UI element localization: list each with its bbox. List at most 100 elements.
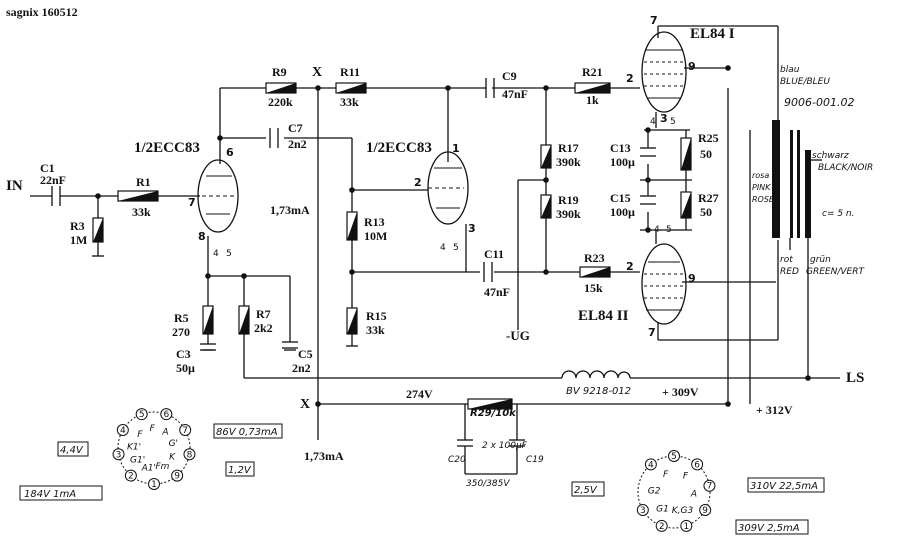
pinout-pin-number: 3 (640, 506, 646, 516)
component-ref: R11 (340, 65, 360, 79)
pinout-pin-number: 4 (648, 460, 654, 470)
pinout-pin-number: 9 (702, 506, 708, 516)
wire-label: PINK (752, 183, 771, 192)
component-ref: C7 (288, 121, 303, 135)
pin-label: 4 (650, 117, 656, 127)
wire-label: BLACK/NOIR (818, 163, 873, 173)
pinout-pin-number: 5 (671, 452, 677, 462)
resistor-r29: R29/10k (467, 398, 517, 419)
tube-el84-1-label: EL84 I (690, 26, 735, 42)
component-value: 2 x 100µF (482, 441, 528, 451)
component-value: 2n2 (292, 361, 311, 375)
pinout-function-label: K1' (127, 442, 141, 452)
pinout-pin-number: 7 (182, 426, 188, 436)
tube-v2: 1/2ECC83 1 2 3 4 5 (366, 140, 476, 253)
pinout-pin-number: 1 (683, 522, 689, 532)
pin-label: 2 (414, 176, 422, 189)
capacitor-dual: C20 C19 2 x 100µF 350/385V (448, 439, 544, 489)
pinout-pin-number: 8 (187, 450, 193, 460)
voltage-312: + 312V (756, 403, 793, 417)
pin-label: 5 (666, 225, 672, 235)
pinout-pin (135, 408, 148, 421)
component-ref: R7 (256, 307, 271, 321)
wire-label: rot (780, 255, 793, 265)
pin-label: 4 (213, 249, 219, 259)
wire-label: RED (780, 267, 799, 277)
test-point-x-top: X (312, 65, 322, 80)
pinout-pin-number: 1 (151, 480, 157, 490)
resistor-r5: R5 270 (172, 305, 214, 339)
component-value: 270 (172, 325, 190, 339)
component-ref: R1 (136, 175, 151, 189)
pinout-callout: 310V 22,5mA (750, 481, 818, 492)
resistor-r23: R23 15k (579, 251, 611, 295)
pin-label: 3 (468, 222, 476, 235)
component-value: 1M (70, 233, 87, 247)
wire-label: schwarz (812, 151, 849, 161)
resistor-r7: R7 2k2 (238, 305, 273, 335)
pin-label: 2 (626, 260, 634, 273)
pin-label: 2 (626, 72, 634, 85)
pin-label: 7 (650, 14, 658, 27)
voltage-274: 274V (406, 387, 433, 401)
component-ref: C20 (448, 455, 466, 465)
tube-el84-1: EL84 I 7 2 9 3 4 5 (626, 14, 735, 127)
pinout-pin (668, 450, 680, 462)
component-ref: R29/10k (470, 408, 517, 419)
resistor-r13: R13 10M (346, 211, 387, 243)
pinout-pin-number: 3 (116, 450, 122, 460)
resistor-r19: R19 390k (540, 193, 581, 221)
pinout-callout: 2,5V (574, 485, 598, 496)
pinout-pin (171, 469, 184, 482)
pinout-function-label: F (150, 424, 156, 434)
test-point-x-bottom: X (300, 397, 310, 412)
component-value: 15k (584, 281, 603, 295)
resistor-r3: R3 1M (70, 217, 104, 247)
resistor-r1: R1 33k (117, 175, 159, 219)
pinout-callout: 86V 0,73mA (216, 427, 278, 438)
capacitor-c3: C3 50µ (176, 343, 216, 375)
resistor-r11: R11 33k (335, 65, 367, 109)
component-value: 33k (366, 323, 385, 337)
pinout-function-label: G1 (656, 504, 669, 514)
pin-label: 1 (452, 142, 460, 155)
pinout-pin (703, 479, 716, 492)
pinout-pin (655, 519, 668, 532)
current-label-top: 1,73mA (270, 203, 310, 217)
pinout-pin (124, 469, 137, 482)
pinout-pin (691, 458, 704, 471)
tube-el84-2-label: EL84 II (578, 308, 629, 324)
pinout-pin-number: 6 (163, 410, 169, 420)
pinout-callout: 1,2V (228, 465, 252, 476)
component-ref: R15 (366, 309, 387, 323)
component-value: 350/385V (466, 479, 510, 489)
pinout-function-label: A (690, 490, 697, 500)
component-value: 220k (268, 95, 293, 109)
capacitor-c13: C13 100µ (610, 141, 656, 169)
junctions (95, 65, 811, 407)
component-ref: C13 (610, 141, 631, 155)
pinout-function-label: F (683, 472, 689, 482)
tube-el84-2: EL84 II 2 9 7 4 5 (578, 225, 696, 339)
wire-label: GREEN/VERT (806, 267, 865, 277)
component-ref: R3 (70, 219, 85, 233)
component-ref: R5 (174, 311, 189, 325)
tube-v1: 1/2ECC83 6 7 8 4 5 (134, 140, 239, 259)
part-number: 9006-001.02 (784, 96, 854, 109)
pinout-pin-number: 9 (174, 472, 180, 482)
capacitor-c7: C7 2n2 (269, 121, 307, 151)
component-ref: C15 (610, 191, 631, 205)
pin-label: 4 (654, 225, 660, 235)
pinout-pin (116, 424, 129, 436)
wire-label: rosa (752, 171, 769, 180)
component-ref: R27 (698, 191, 719, 205)
pinout-callout: 309V 2,5mA (738, 523, 800, 534)
capacitor-c1: C1 22nF (40, 161, 66, 206)
pinout-function-label: K (169, 452, 176, 462)
component-ref: R25 (698, 131, 719, 145)
pinout-function-label: G' (169, 439, 178, 449)
pinout-pin-number: 6 (694, 460, 700, 470)
current-label-bottom: 1,73mA (304, 449, 344, 463)
ratio-label: c= 5 n. (822, 209, 855, 219)
pin-label: 7 (648, 326, 656, 339)
